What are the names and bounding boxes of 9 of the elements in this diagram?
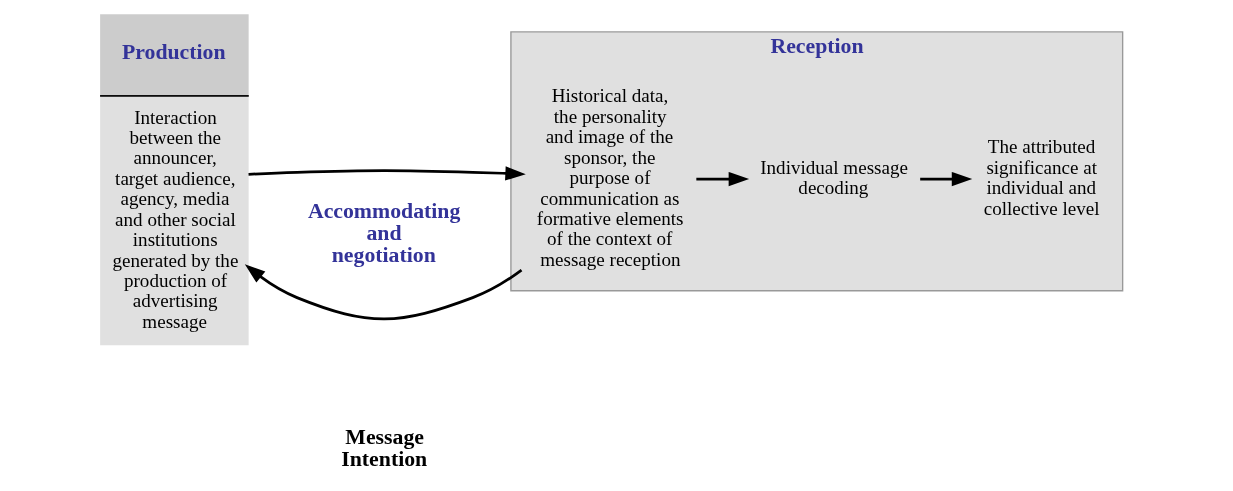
arrow bbox=[248, 166, 526, 181]
node-text: The attributed significance at individual and collective level bbox=[983, 136, 1100, 219]
arrow bbox=[920, 171, 973, 187]
arrow bbox=[244, 264, 523, 321]
arrow bbox=[696, 171, 750, 187]
node-text: Individual message decoding bbox=[760, 156, 908, 199]
node-text: Historical data, the personality and image of the sponsor, the purpose of communication as formative elements of the context of message reception bbox=[536, 85, 684, 270]
label: Message Intention bbox=[341, 425, 428, 472]
label: Accommodating and negotiation bbox=[307, 199, 461, 267]
